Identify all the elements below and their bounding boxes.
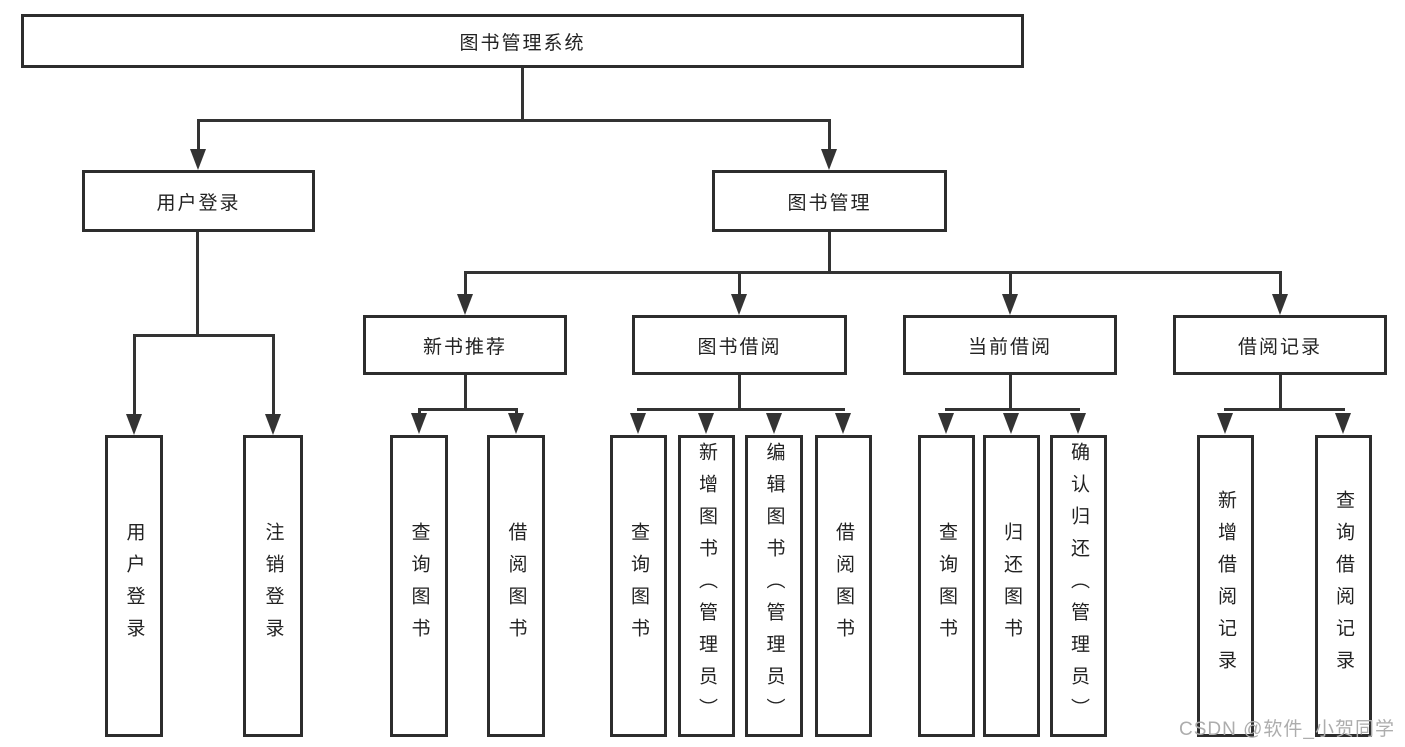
leaf-logout: 注销登录 <box>243 435 303 737</box>
arrowhead-icon <box>698 413 714 434</box>
node-borrow-record-label: 借阅记录 <box>1237 336 1322 358</box>
arrowhead-icon <box>126 414 142 435</box>
arrowhead-icon <box>457 294 473 315</box>
arrowhead-icon <box>1070 413 1086 434</box>
watermark: CSDN @软件_小贺同学 <box>1179 719 1395 740</box>
connector-root-hline <box>197 119 831 122</box>
arrowhead-icon <box>1335 413 1351 434</box>
leaf-bb-borrow-book: 借阅图书 <box>815 435 872 737</box>
leaf-cb-confirm-return-admin: 确认归还（管理员） <box>1050 435 1107 737</box>
node-user-login: 用户登录 <box>82 170 315 232</box>
node-book-borrow-label: 图书借阅 <box>697 336 782 358</box>
node-borrow-record: 借阅记录 <box>1173 315 1387 375</box>
leaf-user-login: 用户登录 <box>105 435 163 737</box>
connector-borrow-record-hline <box>1224 408 1345 411</box>
connector-borrow-record-stub <box>1279 375 1282 411</box>
node-user-login-label: 用户登录 <box>156 192 241 214</box>
node-current-borrow-label: 当前借阅 <box>967 336 1052 358</box>
arrowhead-icon <box>938 413 954 434</box>
connector-user-login-stub <box>196 232 199 337</box>
node-book-management-label: 图书管理 <box>787 192 872 214</box>
connector-stem <box>515 408 518 417</box>
leaf-bb-edit-book-admin-label: 编辑图书（管理员） <box>763 442 785 730</box>
arrowhead-icon <box>1003 413 1019 434</box>
leaf-bb-borrow-book-label: 借阅图书 <box>833 522 854 650</box>
leaf-nb-query-book-label: 查询图书 <box>408 522 430 650</box>
node-current-borrow: 当前借阅 <box>903 315 1117 375</box>
connector-stem <box>133 334 136 417</box>
leaf-br-add-record: 新增借阅记录 <box>1197 435 1254 737</box>
arrowhead-icon <box>265 414 281 435</box>
connector-stem <box>738 271 741 298</box>
connector-new-book-hline <box>418 408 518 411</box>
node-book-management: 图书管理 <box>712 170 947 232</box>
arrowhead-icon <box>731 294 747 315</box>
arrowhead-icon <box>1217 413 1233 434</box>
leaf-br-add-record-label: 新增借阅记录 <box>1215 490 1236 682</box>
connector-new-book-stub <box>464 375 467 411</box>
connector-stem <box>1009 271 1012 298</box>
leaf-cb-confirm-return-admin-label: 确认归还（管理员） <box>1068 442 1089 730</box>
leaf-bb-query-book-label: 查询图书 <box>628 522 649 650</box>
connector-stem <box>464 271 467 298</box>
connector-stem <box>272 334 275 417</box>
leaf-cb-return-book: 归还图书 <box>983 435 1040 737</box>
connector-book-management-stub <box>828 232 831 274</box>
connector-root-stub <box>521 68 524 122</box>
leaf-nb-borrow-book: 借阅图书 <box>487 435 545 737</box>
node-new-book-recommend-label: 新书推荐 <box>422 336 507 358</box>
leaf-nb-borrow-book-label: 借阅图书 <box>505 522 527 650</box>
node-root-label: 图书管理系统 <box>459 32 586 54</box>
leaf-user-login-label: 用户登录 <box>123 522 145 650</box>
leaf-bb-add-book-admin-label: 新增图书（管理员） <box>696 442 717 730</box>
connector-stem <box>828 119 831 152</box>
arrowhead-icon <box>766 413 782 434</box>
arrowhead-icon <box>630 413 646 434</box>
leaf-cb-return-book-label: 归还图书 <box>1001 522 1022 650</box>
connector-stem <box>1279 271 1282 298</box>
arrowhead-icon <box>190 149 206 170</box>
connector-book-borrow-hline <box>637 408 845 411</box>
arrowhead-icon <box>411 413 427 434</box>
arrowhead-icon <box>1002 294 1018 315</box>
connector-user-login-hline <box>133 334 275 337</box>
arrowhead-icon <box>1272 294 1288 315</box>
connector-book-management-hline <box>464 271 1282 274</box>
connector-current-borrow-hline <box>945 408 1080 411</box>
leaf-bb-query-book: 查询图书 <box>610 435 667 737</box>
connector-book-borrow-stub <box>738 375 741 411</box>
node-root: 图书管理系统 <box>21 14 1024 68</box>
leaf-cb-query-book-label: 查询图书 <box>936 522 957 650</box>
leaf-nb-query-book: 查询图书 <box>390 435 448 737</box>
node-new-book-recommend: 新书推荐 <box>363 315 567 375</box>
connector-stem <box>418 408 421 417</box>
node-book-borrow: 图书借阅 <box>632 315 847 375</box>
leaf-br-query-record: 查询借阅记录 <box>1315 435 1372 737</box>
arrowhead-icon <box>835 413 851 434</box>
arrowhead-icon <box>821 149 837 170</box>
leaf-bb-edit-book-admin: 编辑图书（管理员） <box>745 435 803 737</box>
arrowhead-icon <box>508 413 524 434</box>
leaf-br-query-record-label: 查询借阅记录 <box>1333 490 1354 682</box>
connector-stem <box>197 119 200 152</box>
leaf-bb-add-book-admin: 新增图书（管理员） <box>678 435 735 737</box>
leaf-logout-label: 注销登录 <box>262 522 284 650</box>
connector-current-borrow-stub <box>1009 375 1012 411</box>
leaf-cb-query-book: 查询图书 <box>918 435 975 737</box>
